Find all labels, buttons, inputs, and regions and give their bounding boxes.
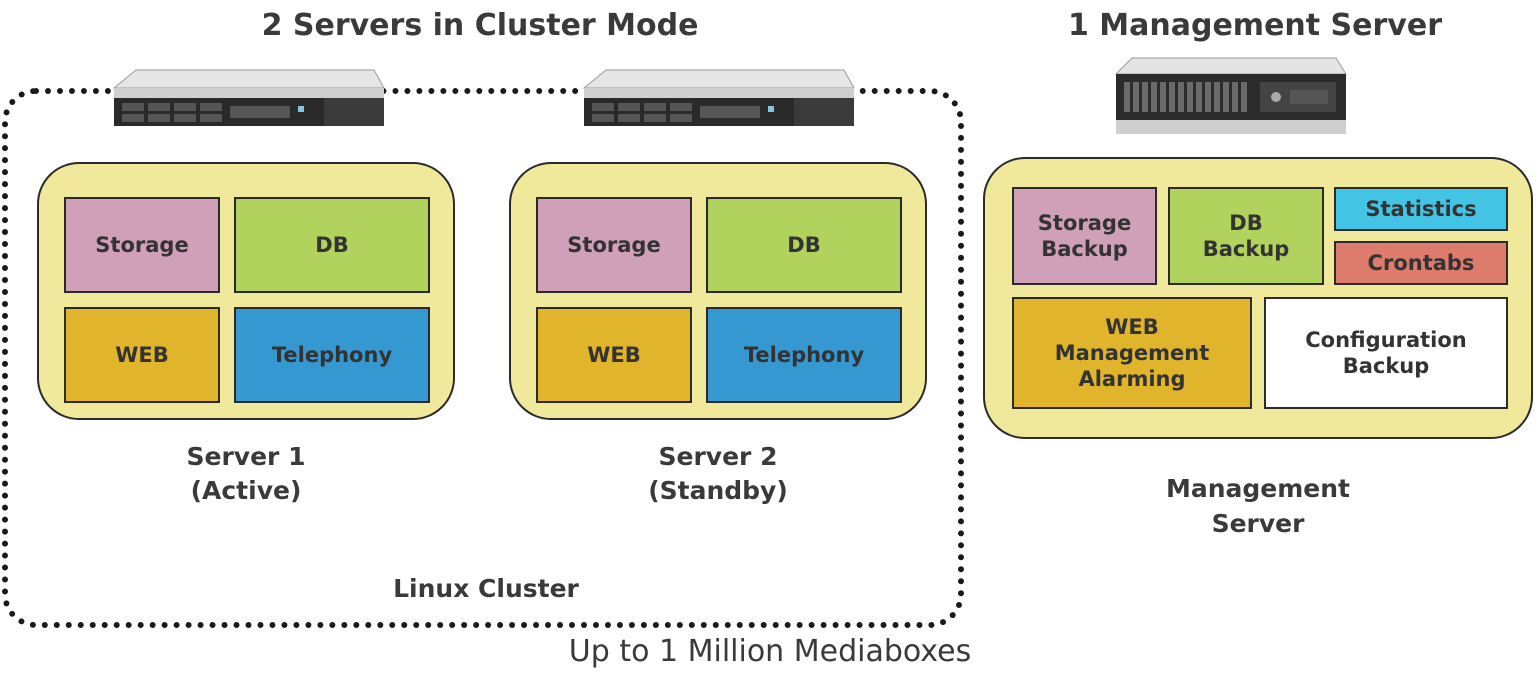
management-server-label-line1: Management (1165, 474, 1351, 503)
web-management-alarming-module: WEB Management Alarming (1012, 297, 1252, 409)
server-2-name: Server 2 (658, 442, 778, 471)
management-title: 1 Management Server (1067, 8, 1443, 43)
db-backup-module: DB Backup (1168, 187, 1324, 285)
cluster-title: 2 Servers in Cluster Mode (261, 8, 699, 43)
statistics-module: Statistics (1334, 187, 1508, 231)
server-1-web-module: WEB (64, 307, 220, 403)
linux-cluster-label: Linux Cluster (393, 574, 579, 603)
rack-server-1-icon (112, 69, 385, 126)
footer-caption: Up to 1 Million Mediaboxes (568, 634, 972, 669)
rack-server-2-icon (582, 69, 855, 126)
management-server-label-line2: Server (1211, 509, 1305, 538)
management-server-icon (1114, 57, 1347, 134)
server-2-db-module: DB (706, 197, 902, 293)
crontabs-module: Crontabs (1334, 241, 1508, 285)
server-2-web-module: WEB (536, 307, 692, 403)
server-1-status: (Active) (190, 476, 302, 505)
storage-backup-module: Storage Backup (1012, 187, 1157, 285)
server-1-telephony-module: Telephony (234, 307, 430, 403)
server-1-db-module: DB (234, 197, 430, 293)
server-2-status: (Standby) (648, 476, 788, 505)
server-2-telephony-module: Telephony (706, 307, 902, 403)
server-2-storage-module: Storage (536, 197, 692, 293)
server-1-storage-module: Storage (64, 197, 220, 293)
configuration-backup-module: Configuration Backup (1264, 297, 1508, 409)
linux-cluster-boundary (2, 88, 964, 628)
server-1-name: Server 1 (186, 442, 306, 471)
